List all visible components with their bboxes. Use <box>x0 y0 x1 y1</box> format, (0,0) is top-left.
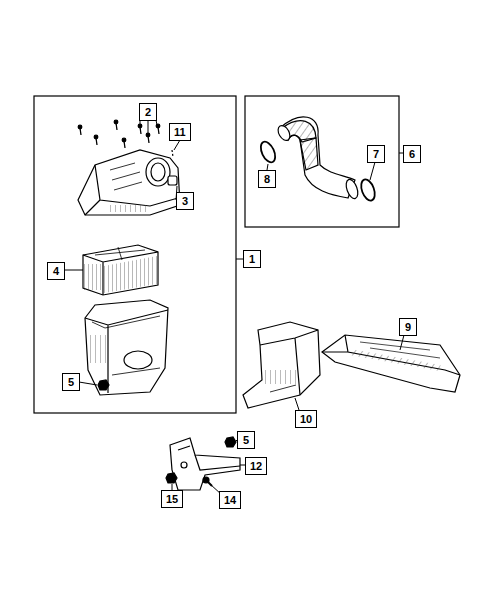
callout-number: 4 <box>53 266 59 277</box>
callout-number: 14 <box>224 495 236 506</box>
callout-number: 7 <box>373 149 379 160</box>
inlet-hose <box>276 117 360 200</box>
callout-box: 6 <box>403 145 421 163</box>
nut <box>98 380 109 390</box>
callout-box: 4 <box>47 262 65 280</box>
air-filter <box>83 245 158 295</box>
callout-number: 12 <box>250 461 262 472</box>
nut <box>166 473 177 483</box>
callout-box: 8 <box>258 170 276 188</box>
air-cleaner-housing <box>85 300 168 395</box>
callout-box: 5 <box>62 373 80 391</box>
callout-number: 5 <box>68 377 74 388</box>
callout-box: 5 <box>237 431 255 449</box>
callout-number: 15 <box>166 494 178 505</box>
callout-box: 14 <box>219 491 241 509</box>
callout-number: 3 <box>182 196 188 207</box>
callout-number: 8 <box>264 174 270 185</box>
screws <box>78 120 160 148</box>
callout-box: 12 <box>245 457 267 475</box>
callout-box: 3 <box>176 192 194 210</box>
callout-number: 10 <box>300 414 312 425</box>
air-inlet-duct <box>322 335 460 392</box>
callout-box: 9 <box>399 318 417 336</box>
nut <box>225 437 236 447</box>
callout-number: 5 <box>243 435 249 446</box>
callout-number: 9 <box>405 322 411 333</box>
air-duct <box>243 322 320 408</box>
callout-number: 2 <box>145 107 151 118</box>
group-frame <box>245 96 399 227</box>
air-cleaner-cover <box>78 150 180 215</box>
callout-box: 11 <box>169 123 191 141</box>
sensor <box>168 150 177 185</box>
callout-box: 10 <box>295 410 317 428</box>
callout-number: 1 <box>249 254 255 265</box>
callout-number: 6 <box>409 149 415 160</box>
callout-box: 15 <box>161 490 183 508</box>
hose-clamp <box>258 139 278 164</box>
callout-box: 7 <box>367 145 385 163</box>
mounting-bracket <box>170 438 240 490</box>
hose-clamp <box>359 178 378 203</box>
callout-box: 1 <box>243 250 261 268</box>
group-frame <box>34 96 236 413</box>
leader-line <box>64 120 404 495</box>
callout-number: 11 <box>174 127 186 138</box>
callout-box: 2 <box>139 103 157 121</box>
